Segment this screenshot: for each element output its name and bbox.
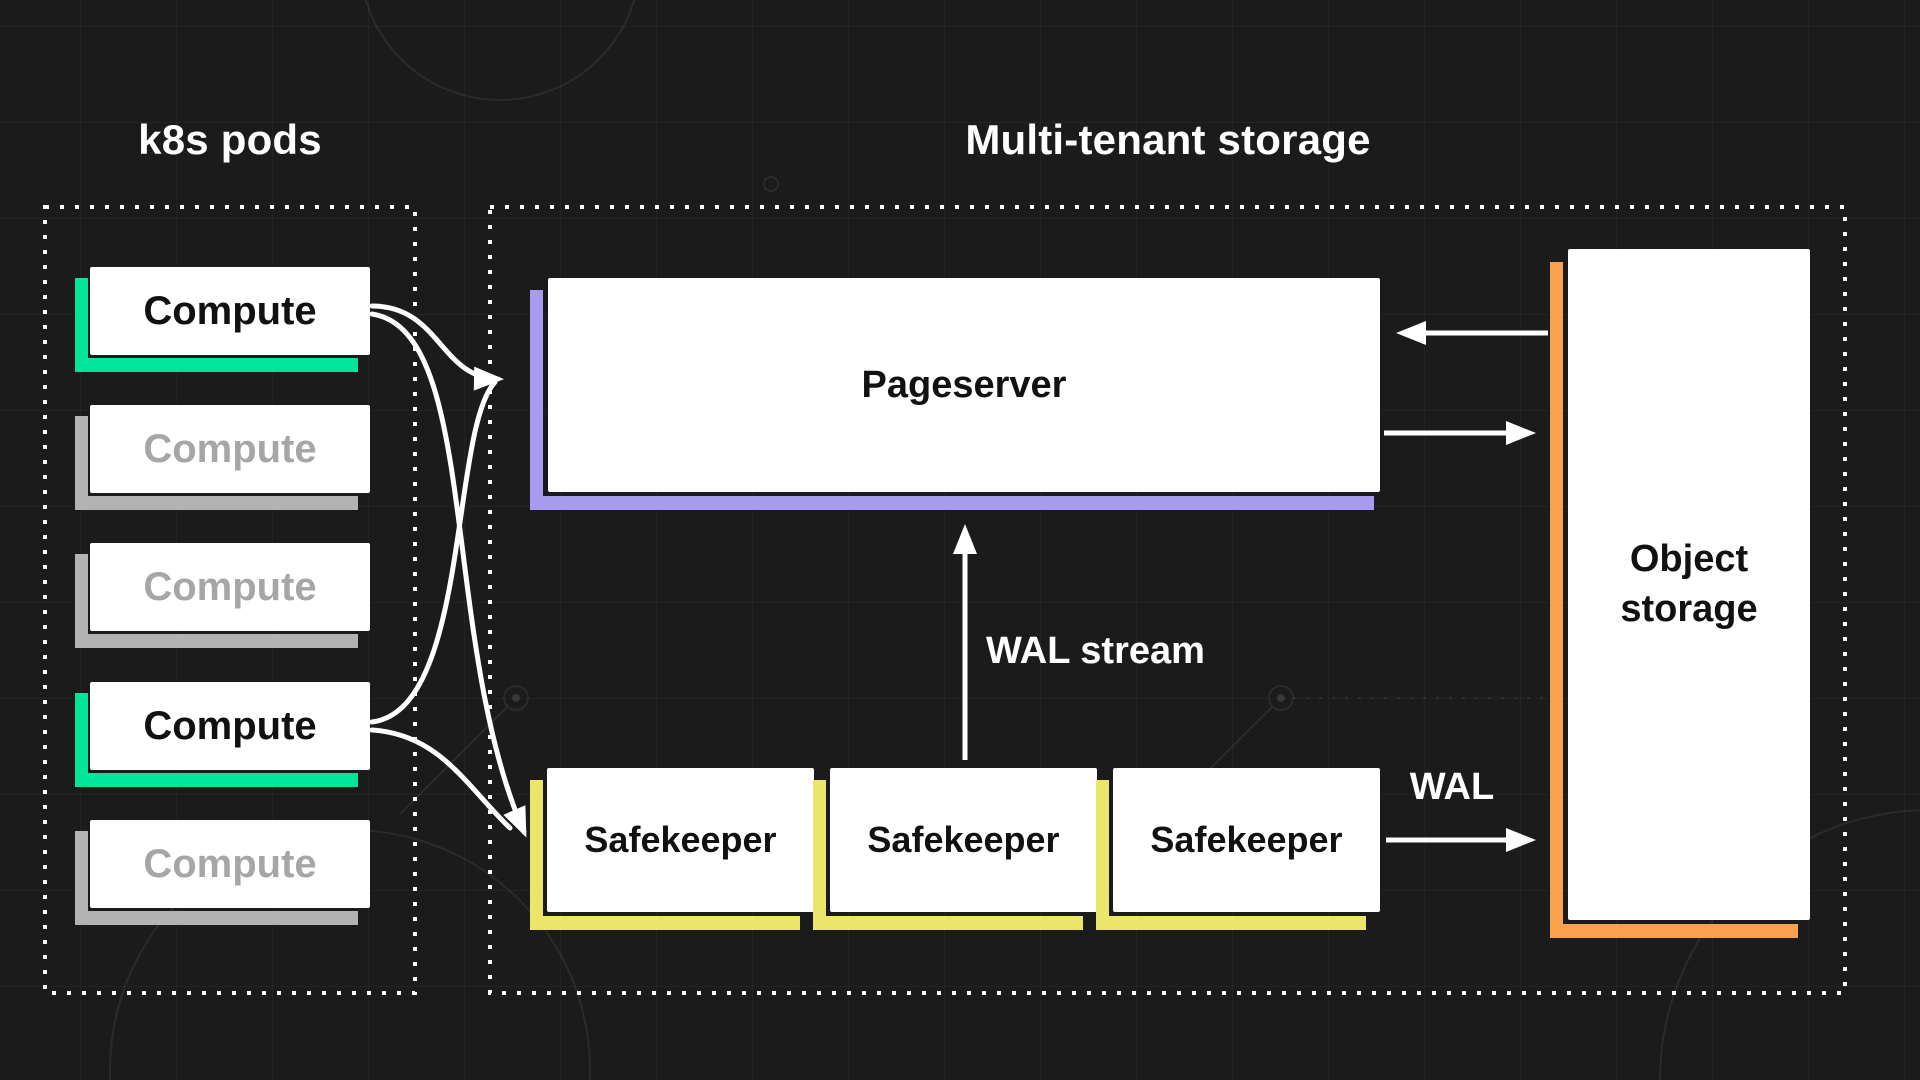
pageserver-label: Pageserver	[548, 278, 1380, 492]
compute-label: Compute	[90, 820, 370, 908]
pageserver-accent	[530, 290, 1374, 510]
safekeeper-label: Safekeeper	[830, 768, 1097, 912]
safekeeper-label: Safekeeper	[1113, 768, 1380, 912]
compute-label: Compute	[90, 682, 370, 770]
compute-accent	[75, 831, 358, 925]
object-storage-accent	[1550, 262, 1798, 938]
safekeeper-accent	[813, 780, 1083, 930]
multi-tenant-border	[488, 205, 1847, 995]
wal-stream-label: WAL stream	[986, 630, 1205, 672]
object-storage-label: Object storage	[1568, 249, 1810, 920]
compute-accent	[75, 554, 358, 648]
compute-accent	[75, 416, 358, 510]
arrow-compute4-safekeeper	[369, 727, 513, 831]
compute-accent	[75, 278, 358, 372]
compute-label: Compute	[90, 405, 370, 493]
k8s-pods-title: k8s pods	[138, 116, 322, 163]
safekeeper-accent	[1096, 780, 1366, 930]
safekeeper-label: Safekeeper	[547, 768, 814, 912]
multi-tenant-storage-title: Multi-tenant storage	[965, 116, 1371, 163]
safekeeper-accent	[530, 780, 800, 930]
compute-accent	[75, 693, 358, 787]
compute-label: Compute	[90, 543, 370, 631]
arrow-compute4-pageserver	[369, 379, 498, 725]
wal-label: WAL	[1409, 766, 1495, 808]
compute-label: Compute	[90, 267, 370, 355]
arrow-compute1-pageserver	[369, 303, 504, 391]
arrow-compute1-safekeeper	[369, 311, 527, 838]
